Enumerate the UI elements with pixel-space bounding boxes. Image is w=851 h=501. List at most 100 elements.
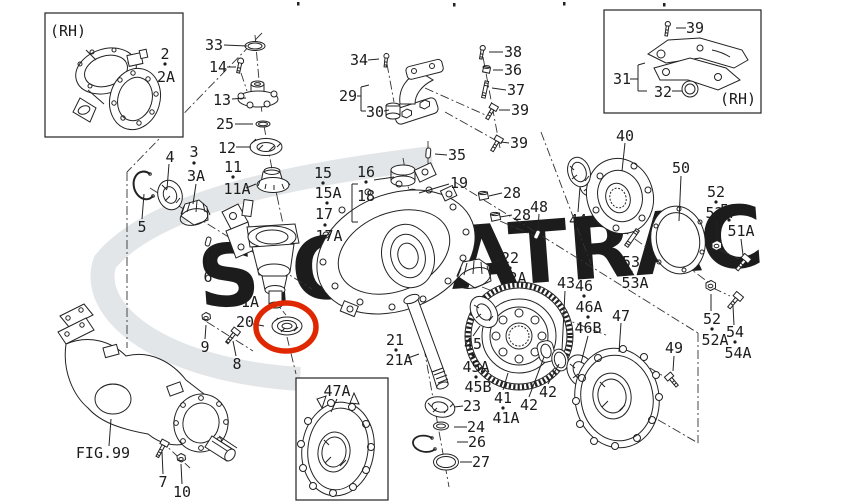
- part-label: 35: [448, 146, 466, 164]
- part-label: 40: [616, 127, 634, 145]
- leader-line: [528, 356, 545, 398]
- leader-line: [192, 183, 197, 205]
- chain-line: [240, 72, 248, 92]
- leader-line: [141, 193, 145, 220]
- parts-artwork: [57, 20, 753, 497]
- part-label: 11: [224, 158, 242, 176]
- part-label: 42: [539, 383, 557, 401]
- part-label: 41A: [492, 409, 519, 427]
- mid-fasteners-art: [477, 190, 541, 240]
- label-dot: [192, 161, 196, 165]
- part-label: 39: [511, 101, 529, 119]
- cover47-art: [572, 345, 679, 450]
- part-label: 10: [173, 483, 191, 501]
- bolt7-10-art: [155, 438, 187, 463]
- chain-line: [540, 131, 592, 265]
- chain-line: [424, 87, 491, 118]
- leader-line: [732, 305, 735, 326]
- part-label: 53: [622, 253, 640, 271]
- leader-line: [434, 153, 448, 156]
- label-dot: [710, 327, 714, 331]
- part-label: 48: [530, 198, 548, 216]
- label-dot: [508, 266, 512, 270]
- chain-line: [276, 195, 284, 225]
- leader-line: [488, 192, 503, 197]
- cover47A-art: [297, 391, 375, 497]
- chain-line: [423, 347, 450, 488]
- part-label: 12: [218, 139, 236, 157]
- part-label: 26: [468, 433, 486, 451]
- leader-line: [740, 238, 744, 256]
- part-label: 21: [386, 331, 404, 349]
- part-label: 39: [510, 134, 528, 152]
- part-label: 54: [726, 323, 744, 341]
- label-dot: [364, 180, 368, 184]
- leader-line: [580, 335, 589, 364]
- part-label: 4: [165, 148, 174, 166]
- leader-line: [373, 176, 395, 181]
- label-dot: [474, 375, 478, 379]
- part-label: 6: [203, 268, 212, 286]
- part-label: 11A: [223, 180, 250, 198]
- part-label: 2: [160, 45, 169, 63]
- part-label: 38: [504, 43, 522, 61]
- part-label: 51: [720, 201, 738, 219]
- leader-line: [245, 183, 257, 189]
- label-dot: [501, 406, 505, 410]
- leader-line: [491, 87, 507, 91]
- part-label: 20: [236, 313, 254, 331]
- leader-line: [537, 213, 540, 231]
- label-dots: [163, 62, 737, 410]
- part-label: 33: [205, 36, 223, 54]
- part-label: 13: [213, 91, 231, 109]
- part-label: 47A: [323, 382, 350, 400]
- axle-housing-art: [57, 303, 238, 462]
- part-label: 52: [703, 310, 721, 328]
- part-label: 32: [654, 83, 672, 101]
- leader-line: [231, 97, 247, 100]
- label-dot: [231, 175, 235, 179]
- knuckle-housing-rh-art: [72, 47, 162, 131]
- leader-line: [672, 355, 675, 372]
- part-label: FIG.99: [76, 444, 130, 462]
- leader-line: [418, 183, 450, 194]
- bearing45-art: [469, 295, 499, 329]
- part-label: 46A: [575, 298, 602, 316]
- tierod-arm-art: [647, 20, 749, 98]
- part-label: 8: [232, 355, 241, 373]
- part-label: 41: [494, 389, 512, 407]
- leader-line: [561, 290, 566, 351]
- part-label: 36: [504, 61, 522, 79]
- label-dot: [325, 201, 329, 205]
- chain-line: [126, 32, 263, 173]
- chain-line: [386, 63, 395, 103]
- bolt9-8-art: [201, 311, 242, 345]
- part-label: 18: [357, 187, 375, 205]
- pinion-shaft-art: [403, 293, 449, 390]
- leader-line: [108, 418, 112, 447]
- top-mark: [297, 2, 300, 6]
- kingpin-stack-art: [236, 41, 291, 193]
- leader-line: [330, 398, 338, 413]
- part-label: 5: [137, 218, 146, 236]
- part-label: 3A: [187, 167, 205, 185]
- chain-line: [499, 220, 536, 237]
- part-label: 1: [244, 272, 253, 290]
- leader-line: [407, 353, 420, 359]
- leader-line: [678, 175, 682, 222]
- part-label: 21A: [385, 351, 412, 369]
- part-label: 44: [569, 211, 587, 229]
- part-label: 47: [612, 307, 630, 325]
- part-label: 19: [450, 174, 468, 192]
- leader-line: [499, 214, 513, 218]
- leader-line: [487, 258, 502, 266]
- chain-line: [454, 181, 699, 334]
- part-label: 27: [472, 453, 490, 471]
- part-label: 1A: [241, 293, 259, 311]
- label-dot: [714, 200, 718, 204]
- label-dot: [323, 223, 327, 227]
- leader-line: [621, 142, 626, 172]
- washers-art: [536, 340, 569, 372]
- leader-line: [618, 322, 622, 353]
- part-label: 51A: [727, 222, 754, 240]
